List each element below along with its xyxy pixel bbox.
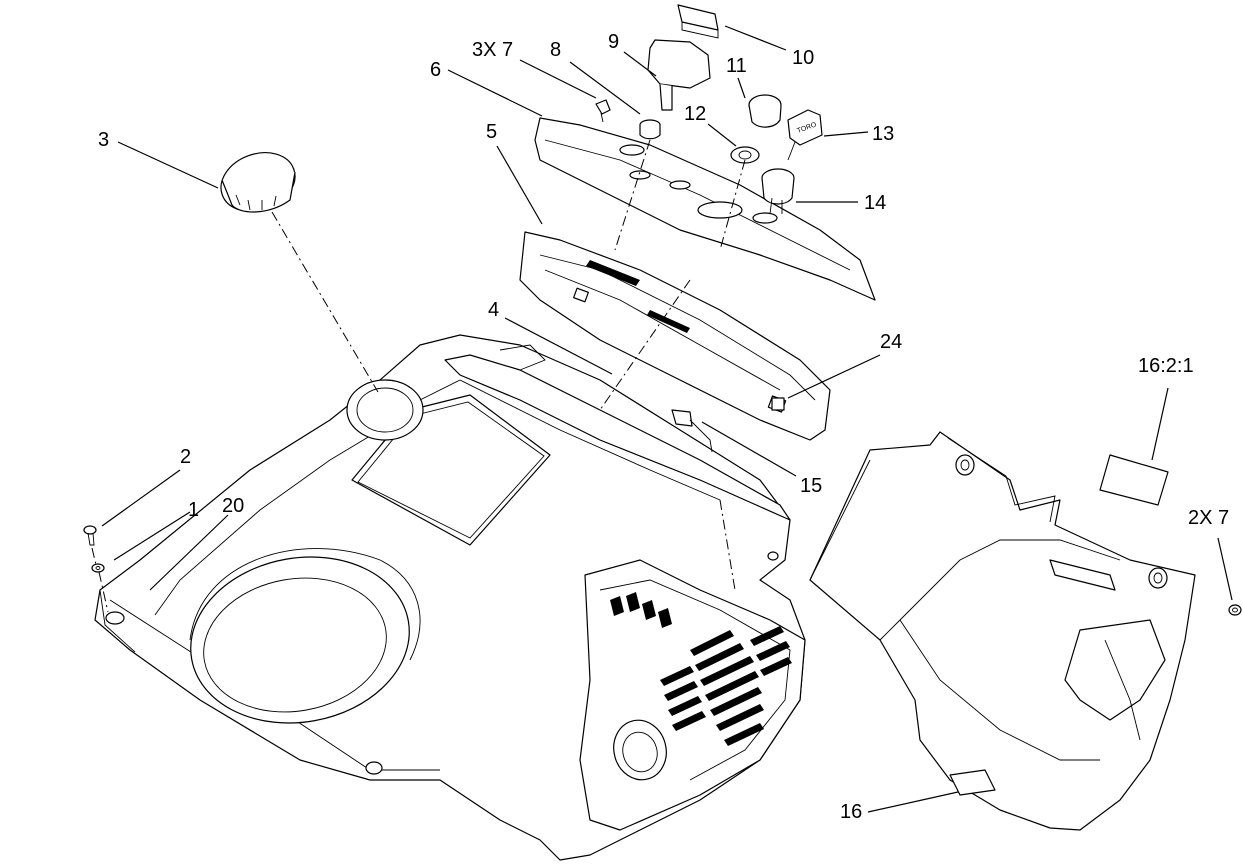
callout-14: 14: [864, 192, 886, 214]
dash-panel-seal: [444, 344, 791, 521]
leader-lines: [101, 25, 1233, 813]
knob-insert-10: [677, 4, 719, 39]
screw-7: [595, 99, 611, 123]
plug-11: [748, 94, 782, 128]
callout-5: 5: [486, 121, 497, 143]
callout-10: 10: [792, 47, 814, 69]
key-13: TORO: [787, 109, 823, 161]
nut-12: [730, 146, 760, 164]
callout-15: 15: [800, 475, 822, 497]
callout-labels: 3 2 1 20 4 5 6 3X 7 8 9 10 11 12 13 14 2…: [98, 31, 1229, 823]
callout-13: 13: [872, 123, 894, 145]
decal-24: [771, 397, 785, 411]
wire-harness-15: [671, 409, 713, 453]
fuel-cap: [220, 152, 296, 213]
callout-20: 20: [222, 495, 244, 517]
screw-2: [83, 525, 97, 546]
callout-24: 24: [880, 331, 902, 353]
ignition-switch-14: [761, 168, 795, 215]
rear-shield-16: [809, 431, 1196, 831]
callout-4: 4: [488, 299, 499, 321]
grommet-8: [639, 119, 661, 140]
washer-1: [91, 563, 105, 573]
callout-3: 3: [98, 129, 109, 151]
assembly-centerlines: [91, 139, 746, 613]
callout-7: 3X 7: [472, 39, 513, 61]
callout-2: 2: [180, 446, 191, 468]
knob-9: [647, 39, 711, 111]
callout-11: 11: [726, 55, 747, 77]
callout-7-rear: 2X 7: [1188, 507, 1229, 529]
callout-8: 8: [550, 39, 561, 61]
callout-1: 1: [188, 499, 199, 521]
vent-grille-slots: [610, 592, 792, 746]
callout-9: 9: [608, 31, 619, 53]
decal-16-2-1: [1099, 454, 1169, 506]
callout-16: 16: [840, 801, 862, 823]
lower-shroud-housing: [94, 334, 806, 861]
screw-7-rear: [1228, 604, 1242, 616]
callout-6: 6: [430, 59, 441, 81]
callout-16-2-1: 16:2:1: [1138, 355, 1194, 377]
callout-12: 12: [684, 103, 706, 125]
console-upper-cover: [534, 117, 876, 301]
